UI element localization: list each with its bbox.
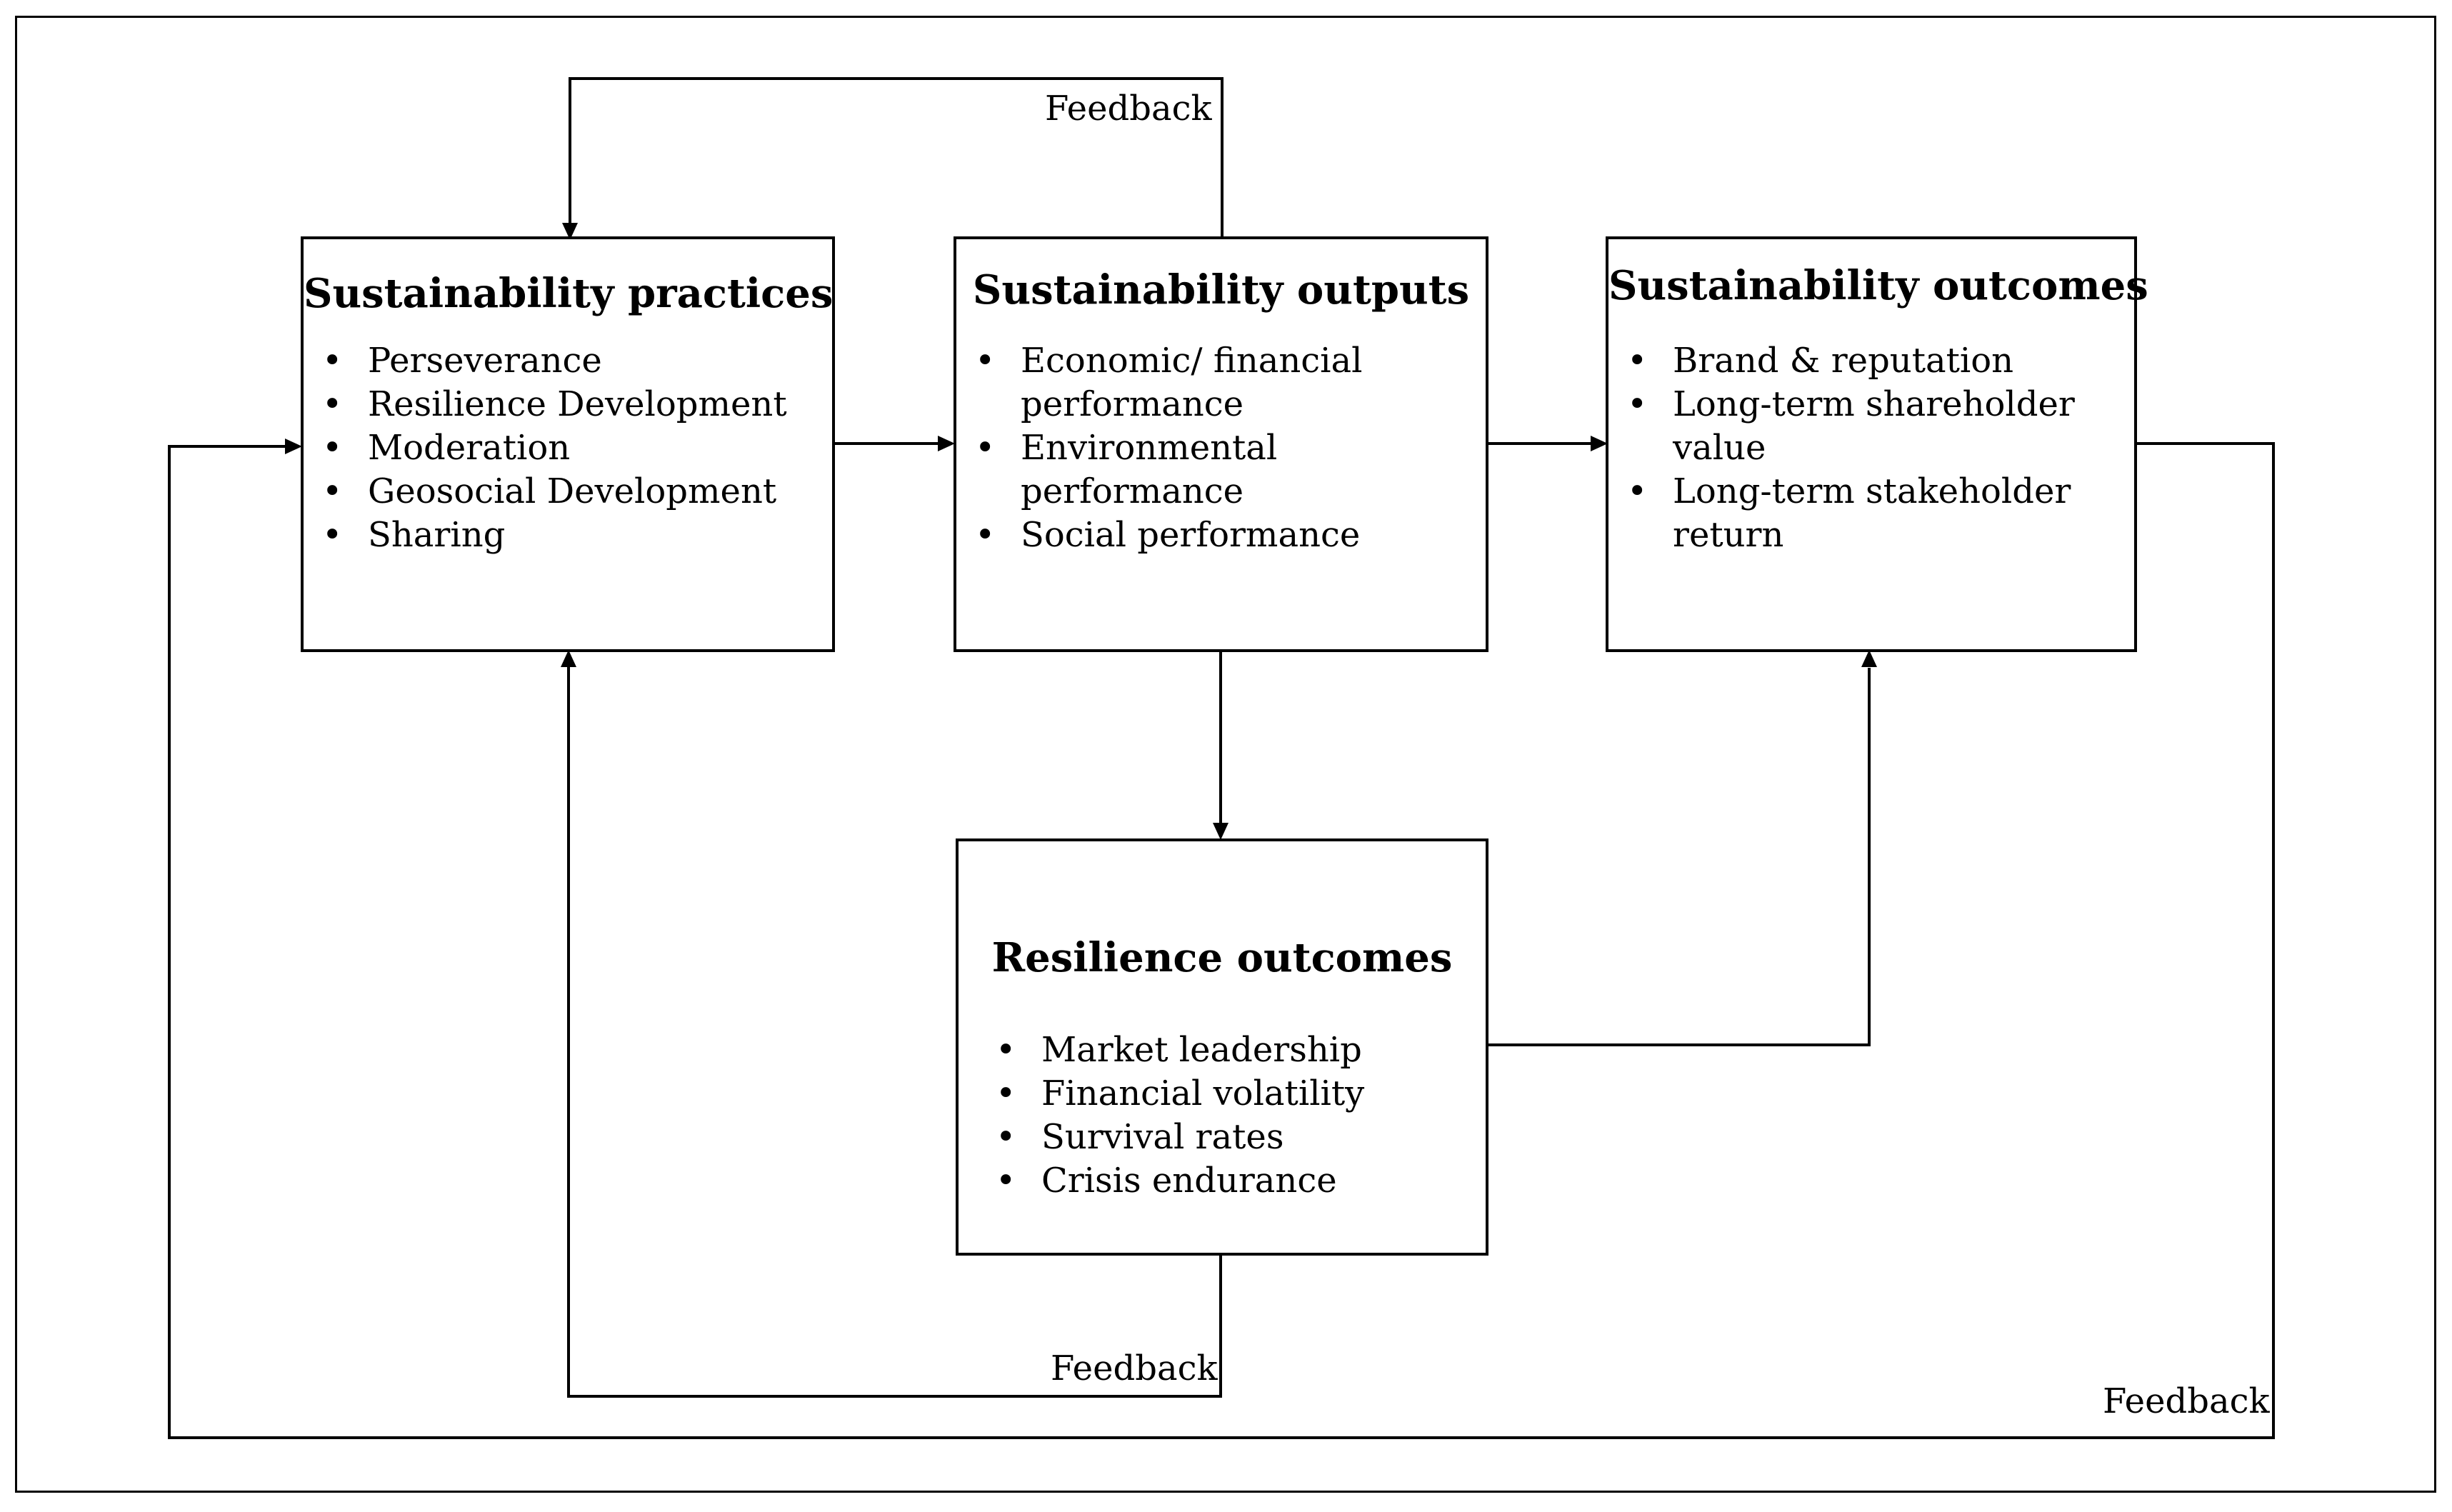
outcomes-box: Sustainability outcomes Brand & reputati… — [1606, 236, 2148, 652]
arrow-resilience-to-outcomes — [1487, 668, 1871, 1046]
list-item: Long-term stakeholder — [1608, 470, 2075, 514]
practices-list: Perseverance Resilience Development Mode… — [304, 339, 787, 557]
feedback-top-line — [569, 77, 1224, 240]
list-item: Perseverance — [304, 339, 787, 383]
outcomes-title: Sustainability outcomes — [1608, 262, 2148, 309]
feedback-label-inner: Feedback — [1051, 1348, 1218, 1388]
outputs-list: Economic/ financial performance Environm… — [956, 339, 1362, 557]
resilience-list: Market leadership Financial volatility S… — [977, 1028, 1364, 1203]
list-item: Brand & reputation — [1608, 339, 2075, 383]
list-item: Sharing — [304, 514, 787, 557]
arrowhead-outcomes — [1591, 436, 1608, 451]
arrowhead-outcomes-bottom — [1861, 650, 1877, 667]
practices-title: Sustainability practices — [304, 270, 834, 317]
list-item: Crisis endurance — [977, 1159, 1364, 1203]
list-item: Financial volatility — [977, 1072, 1364, 1116]
resilience-box: Resilience outcomes Market leadership Fi… — [956, 838, 1488, 1256]
list-item: Long-term shareholder — [1608, 383, 2075, 426]
list-item: Environmental — [956, 426, 1362, 470]
list-item: Market leadership — [977, 1028, 1364, 1072]
arrowhead-practices-left — [285, 439, 302, 454]
resilience-title: Resilience outcomes — [991, 934, 1453, 981]
list-item: Survival rates — [977, 1116, 1364, 1159]
outcomes-list: Brand & reputation Long-term shareholder… — [1608, 339, 2075, 557]
list-item: Geosocial Development — [304, 470, 787, 514]
arrowhead-resilience — [1213, 823, 1228, 840]
list-item-continuation: value — [1673, 428, 1766, 468]
list-item: Resilience Development — [304, 383, 787, 426]
list-item: Moderation — [304, 426, 787, 470]
list-item: Economic/ financial — [956, 339, 1362, 383]
list-item: Social performance — [956, 514, 1362, 557]
feedback-label-top: Feedback — [1045, 89, 1212, 129]
feedback-outer-line — [168, 442, 2275, 1439]
feedback-label-outer: Feedback — [2103, 1381, 2270, 1421]
outputs-box: Sustainability outputs Economic/ financi… — [954, 236, 1488, 652]
arrowhead-outputs — [938, 436, 955, 451]
list-item-continuation: performance — [1021, 471, 1244, 511]
list-item-continuation: return — [1673, 515, 1784, 555]
practices-box: Sustainability practices Perseverance Re… — [301, 236, 835, 652]
list-item-continuation: performance — [1021, 384, 1244, 424]
feedback-inner-line — [567, 667, 1222, 1398]
diagram-frame — [15, 16, 2436, 1493]
outputs-title: Sustainability outputs — [972, 266, 1470, 314]
arrowhead-practices-bottom — [561, 650, 576, 667]
arrowhead-practices-top — [562, 223, 578, 240]
